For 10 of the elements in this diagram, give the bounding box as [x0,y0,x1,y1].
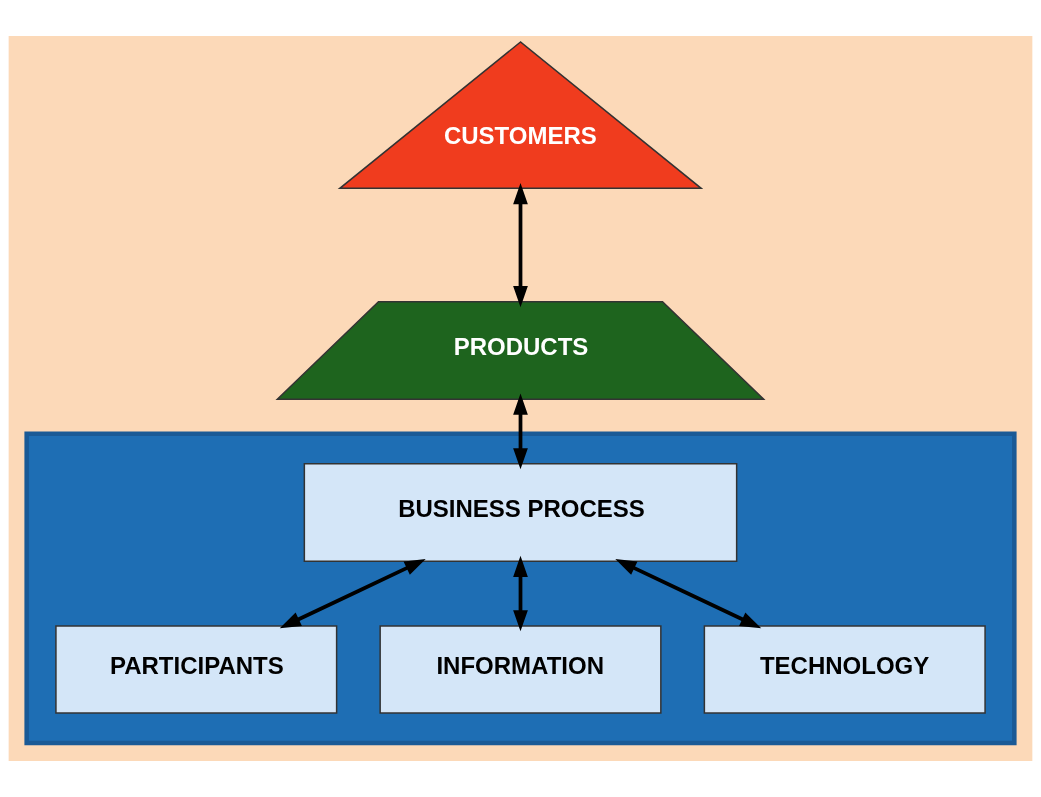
node-box: INFORMATION [379,625,662,714]
arrow [513,183,528,308]
node-box: TECHNOLOGY [703,625,986,714]
arrow [513,393,528,470]
arrow [279,559,426,629]
arrow [513,555,528,632]
cluster [24,431,1017,746]
arrow [615,559,762,629]
node-box: BUSINESS PROCESS [303,463,738,563]
node-box: PARTICIPANTS [55,625,338,714]
